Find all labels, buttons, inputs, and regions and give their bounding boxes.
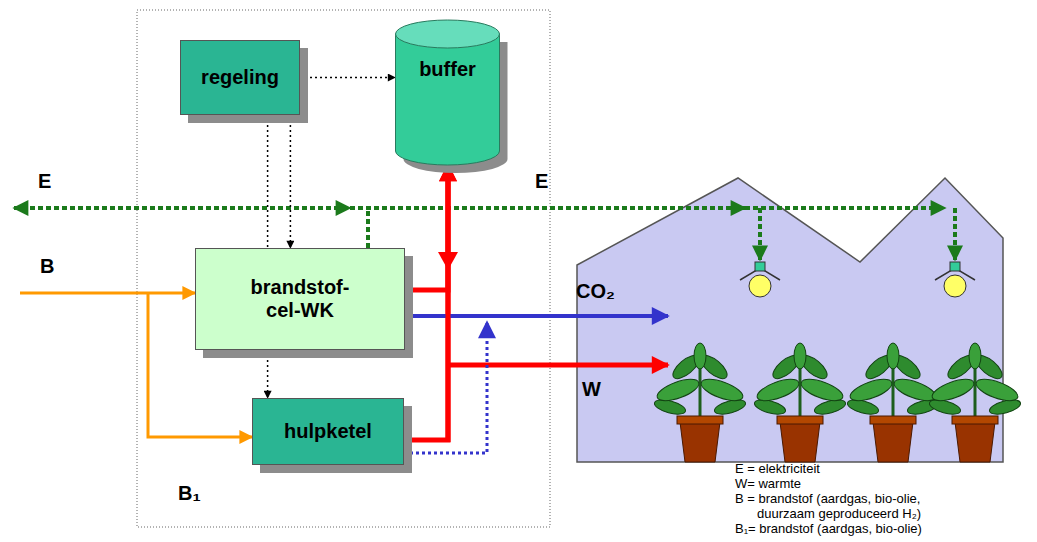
- node-label: hulpketel: [284, 420, 372, 443]
- flow-label: E: [535, 170, 548, 193]
- flow-label: W: [582, 378, 601, 401]
- legend-text: E = elektriciteit: [735, 461, 820, 476]
- heat-connector: [405, 165, 448, 290]
- plant-icon: [653, 343, 747, 462]
- control-connector: [300, 77, 395, 79]
- legend-text: B = brandstof (aardgas, bio-olie, duurza…: [735, 491, 967, 521]
- control-box: regeling: [180, 40, 300, 115]
- electricity-line: [953, 208, 957, 260]
- fuel-cell-box: brandstof- cel-WK: [195, 248, 405, 350]
- electricity-line: [758, 208, 762, 260]
- flow-label: E: [38, 170, 51, 193]
- heat-connector: [404, 165, 448, 440]
- electricity-line: [366, 208, 370, 248]
- buffer-tank: buffer: [395, 20, 500, 165]
- co2-line: [405, 314, 668, 318]
- electricity-line: [745, 206, 945, 210]
- lamp-icon: [740, 262, 780, 297]
- node-label: buffer: [419, 58, 476, 81]
- legend-text: B₁= brandstof (aardgas, bio-olie): [735, 521, 922, 536]
- heat-line: [448, 363, 668, 368]
- plant-icon: [753, 343, 847, 462]
- control-connector: [290, 115, 292, 248]
- electricity-line: [350, 206, 745, 210]
- fuel-line: [20, 292, 195, 295]
- greenhouse: [577, 178, 1003, 462]
- boiler-box: hulpketel: [252, 398, 404, 465]
- flow-label: CO₂: [576, 280, 615, 303]
- flow-label: B₁: [178, 482, 201, 505]
- heat-line: [448, 170, 668, 442]
- plant-icon: [846, 343, 940, 462]
- flow-label: B: [40, 255, 54, 278]
- lamp-icon: [935, 262, 975, 297]
- plant-icon: [928, 343, 1022, 462]
- co2-line: [404, 316, 668, 453]
- node-label: regeling: [201, 66, 279, 89]
- buffer-outline: [395, 20, 500, 165]
- electricity-line: [14, 208, 955, 260]
- legend-text: W= warmte: [735, 476, 801, 491]
- system-boundary: [137, 10, 550, 527]
- buffer-top: [396, 20, 500, 48]
- buffer-body: [396, 34, 500, 165]
- electricity-line: [14, 206, 350, 210]
- node-label: brandstof- cel-WK: [244, 276, 356, 322]
